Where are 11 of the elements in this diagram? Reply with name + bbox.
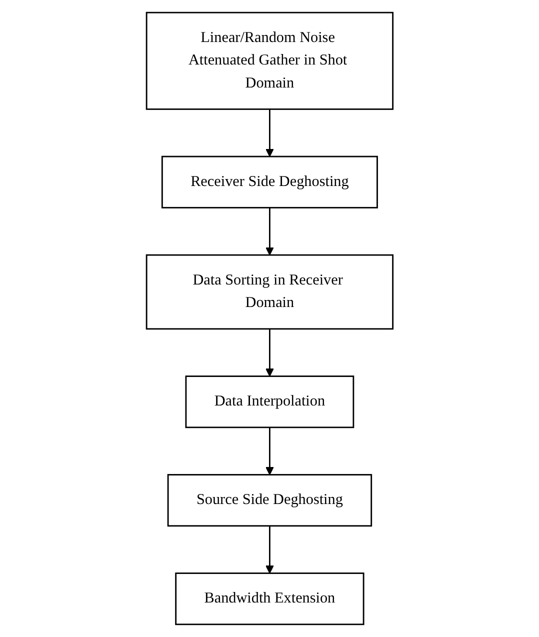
node-box: Data Sorting in Receiver Domain [146,254,394,330]
node-box: Data Interpolation [185,376,354,428]
arrow [265,208,274,256]
arrow [265,109,274,157]
arrow [265,526,274,574]
node-box: Source Side Deghosting [167,474,372,527]
arrow [265,427,274,476]
node-box: Bandwidth Extension [174,572,364,626]
arrow [265,328,274,377]
node-box: Linear/Random Noise Attenuated Gather in Shot Domain [146,12,394,110]
node-box: Receiver Side Deghosting [161,156,378,208]
